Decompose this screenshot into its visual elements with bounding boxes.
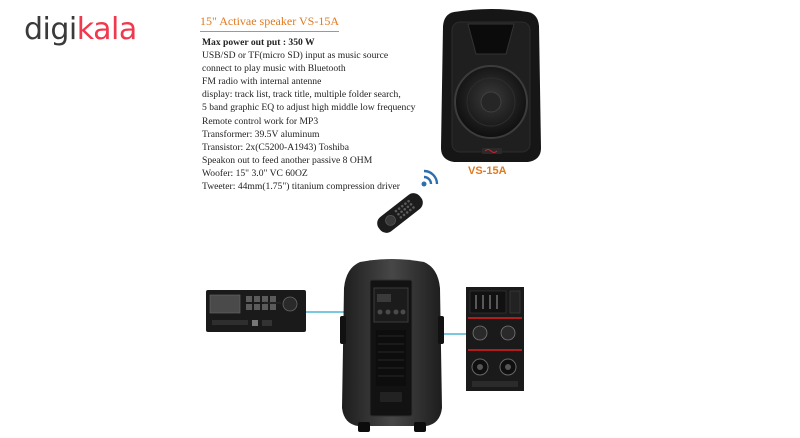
speaker-back-image [340,259,444,432]
speaker-front-image [441,9,541,162]
spec-line: Max power out put : 350 W [202,37,315,48]
spec-line: Tweeter: 44mm(1.75") titanium compressio… [202,181,401,193]
spec-line: connect to play music with Bluetooth [202,63,346,75]
spec-title: 15" Activae speaker VS-15A [200,14,339,32]
spec-line: 5 band graphic EQ to adjust high middle … [202,102,416,114]
product-label: VS-15A [468,165,507,177]
spec-line: FM radio with internal antenne [202,76,322,88]
media-player-panel-image [206,290,306,332]
spec-line: display: track list, track title, multip… [202,89,401,101]
logo-text-kala: kala [76,12,137,47]
speaker-logo-icon [482,148,502,154]
amplifier-control-panel-image [466,287,524,391]
spec-line: Transformer: 39.5V aluminum [202,128,320,140]
bluetooth-label: Bluetooth [264,300,281,305]
wireless-signal-icon [421,169,439,187]
remote-control-image [377,193,423,233]
spec-line: Woofer: 15" 3.0" VC 60OZ [202,167,308,179]
digikala-logo[interactable]: digikala [24,12,137,47]
spec-line: Speakon out to feed another passive 8 OH… [202,154,373,166]
spec-line: USB/SD or TF(micro SD) input as music so… [202,50,389,62]
spec-line: Transistor: 2x(C5200-A1943) Toshiba [202,141,349,153]
logo-text-digi: digi [24,12,77,47]
spec-list: Max power out put : 350 W USB/SD or TF(m… [202,36,415,193]
spec-line: Remote control work for MP3 [202,115,319,127]
